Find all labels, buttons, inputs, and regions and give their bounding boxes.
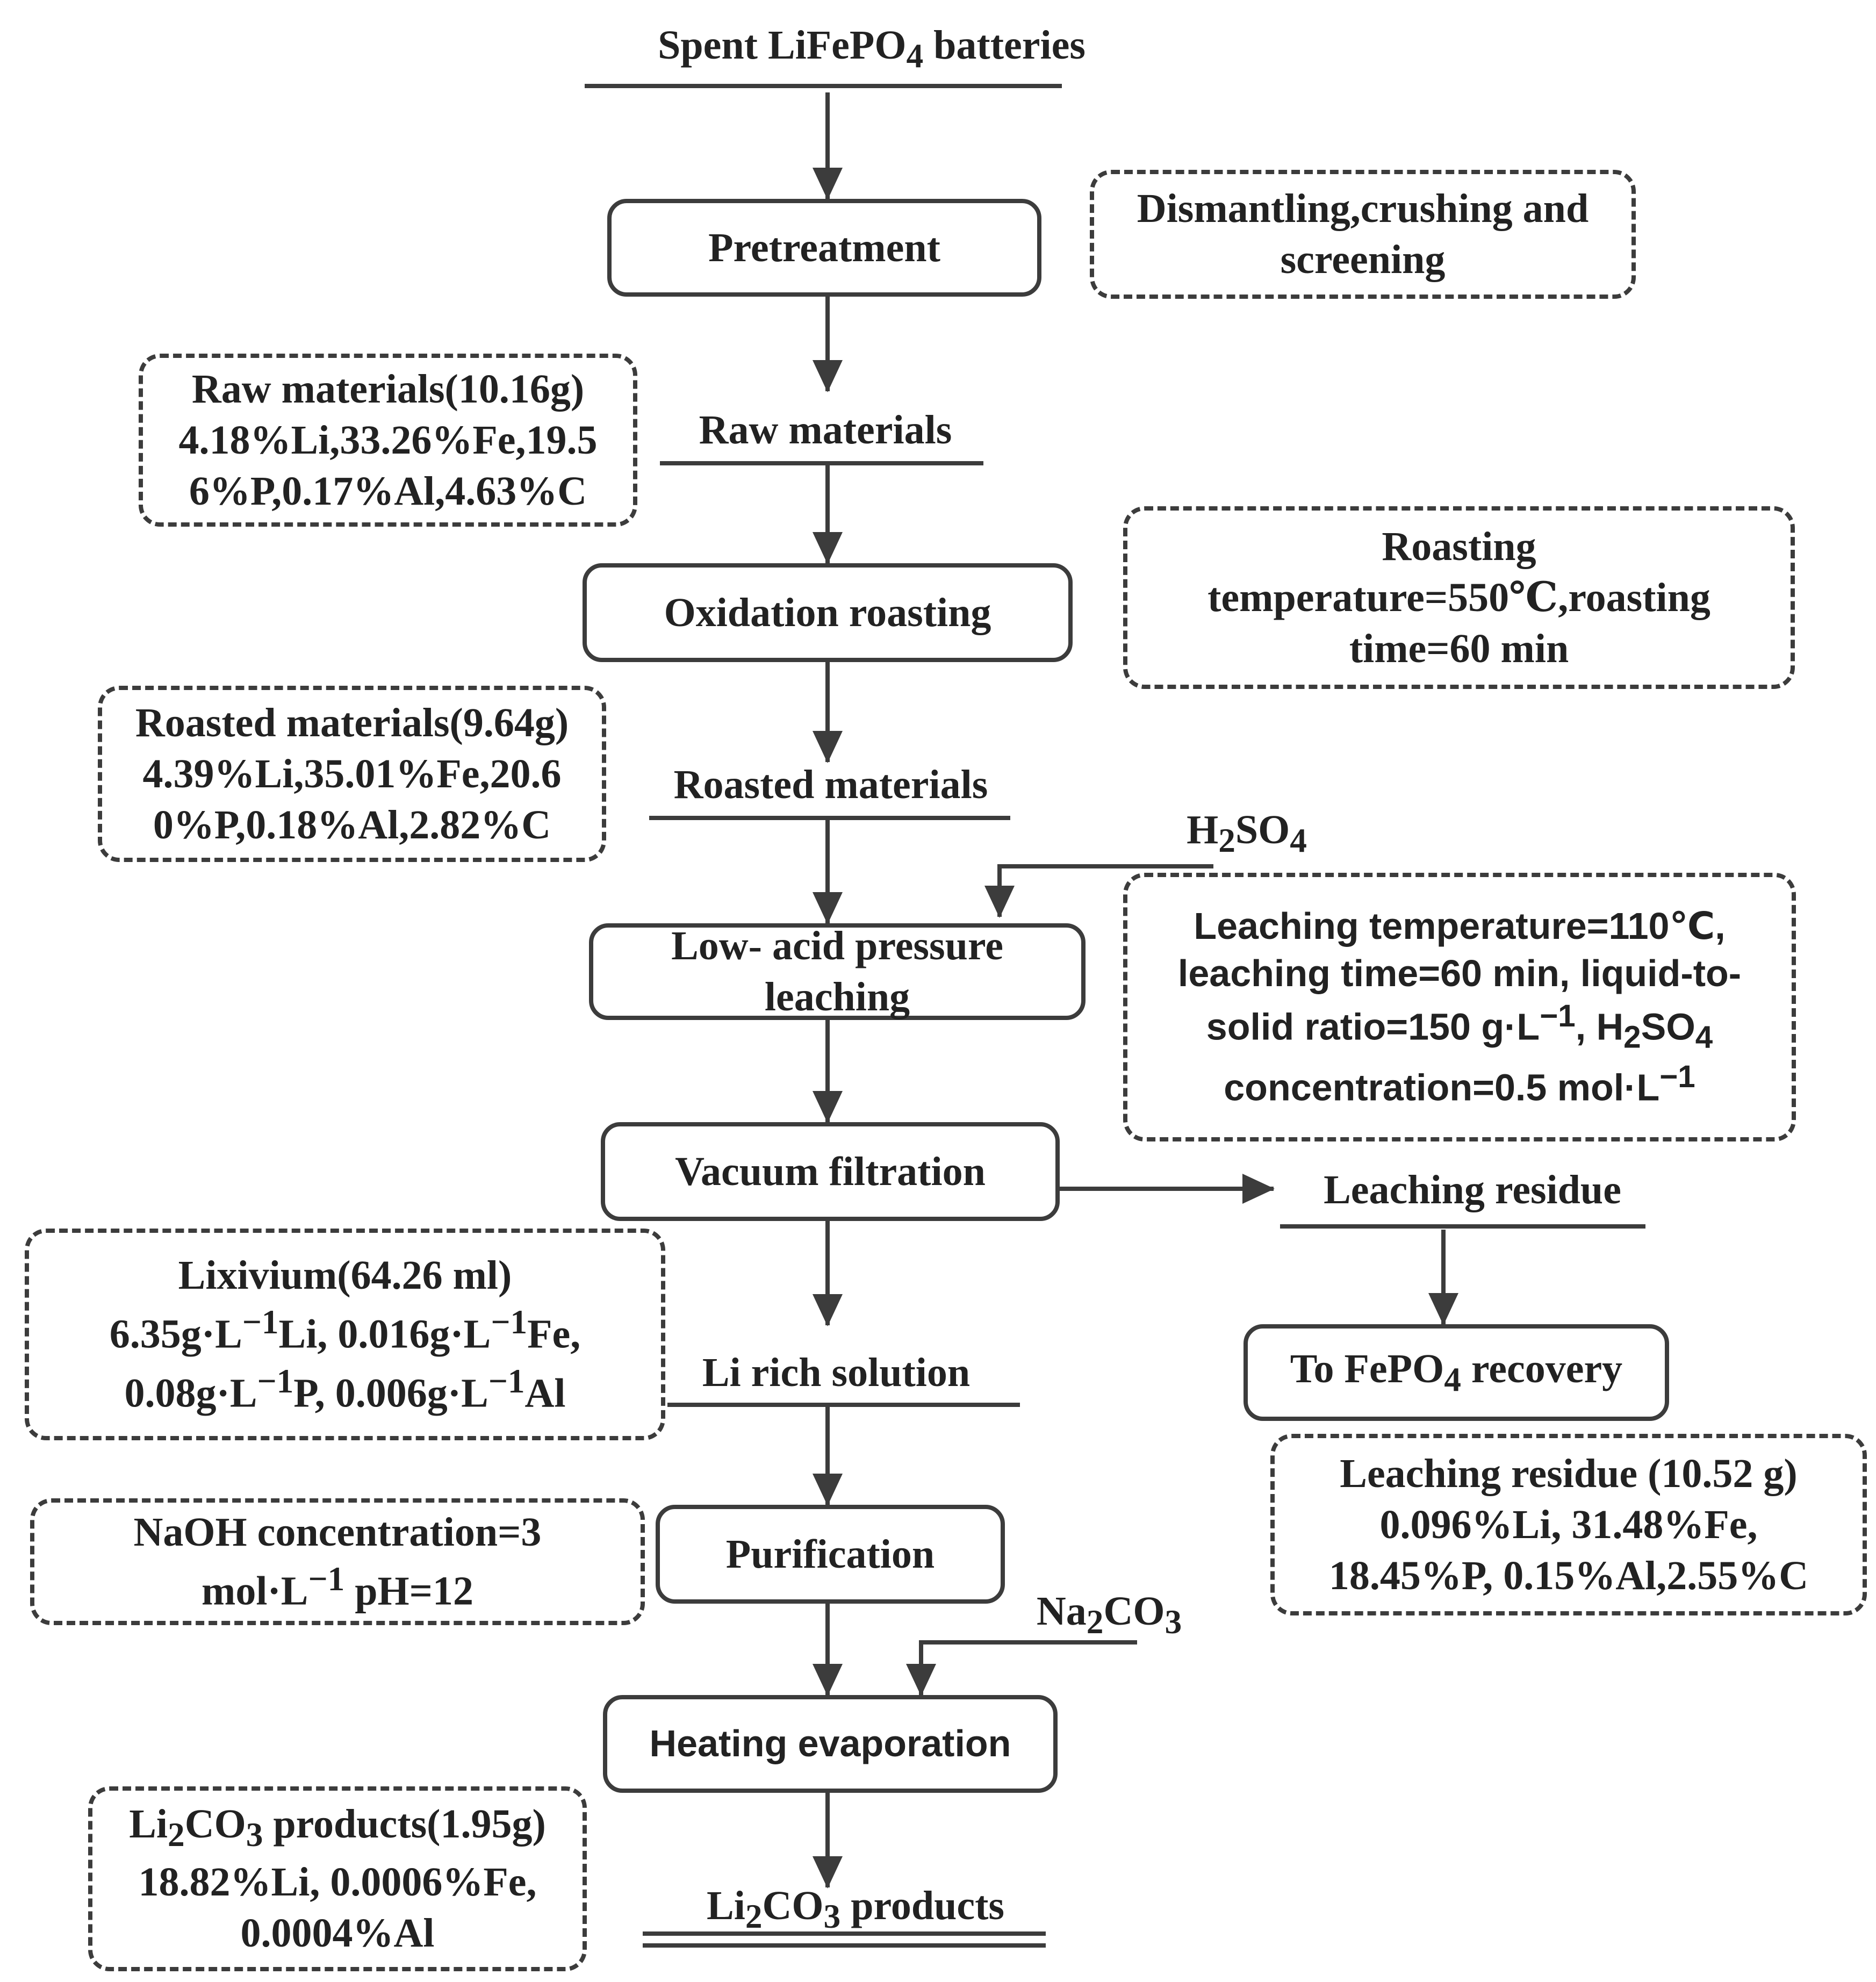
text-line: 18.45%P, 0.15%Al,2.55%C: [1328, 1553, 1809, 1598]
text-line: 0.096%Li, 31.48%Fe,: [1379, 1502, 1758, 1547]
subscript: 2: [1623, 1019, 1641, 1055]
text-line: To FePO4 recovery: [1290, 1346, 1623, 1399]
arrow-na2co3-feed: [906, 1640, 1137, 1696]
subscript: 4: [1444, 1361, 1461, 1399]
superscript: −1: [491, 1303, 528, 1341]
text-line: Dismantling,crushing and: [1137, 186, 1589, 231]
text-line: Roasting: [1382, 523, 1536, 569]
text-line: NaOH concentration=3: [133, 1509, 542, 1555]
note-li2co3-composition: Li2CO3 products(1.95g) 18.82%Li, 0.0006%F…: [88, 1786, 587, 1971]
text-line: screening: [1280, 237, 1446, 282]
subscript: 3: [246, 1816, 263, 1854]
step-low-acid-pressure-leaching: Low- acid pressure leaching: [589, 923, 1086, 1020]
subscript: 4: [906, 37, 924, 75]
text-line: 0%P,0.18%Al,2.82%C: [153, 802, 551, 848]
note-lixivium-composition: Lixivium(64.26 ml) 6.35g·L−1Li, 0.016g·L−…: [25, 1229, 665, 1440]
text-line: solid ratio=150 g·L−1, H2SO4: [1206, 999, 1713, 1055]
text-line: Vacuum filtration: [675, 1148, 986, 1194]
note-roasted-materials-composition: Roasted materials(9.64g) 4.39%Li,35.01%Fe…: [98, 686, 606, 862]
text-line: Heating evaporation: [649, 1722, 1011, 1765]
text-line: Pretreatment: [708, 225, 940, 270]
subscript: 3: [1165, 1603, 1182, 1641]
step-oxidation-roasting: Oxidation roasting: [583, 563, 1073, 662]
label-raw-materials: Raw materials: [699, 407, 952, 453]
step-pretreatment: Pretreatment: [607, 199, 1041, 297]
note-leaching-conditions: Leaching temperature=110℃, leaching time=…: [1123, 873, 1796, 1141]
step-vacuum-filtration: Vacuum filtration: [601, 1122, 1060, 1221]
subscript: 2: [168, 1816, 185, 1854]
text-line: time=60 min: [1349, 626, 1569, 671]
text-line: 6%P,0.17%Al,4.63%C: [189, 468, 587, 514]
label-li-rich-solution: Li rich solution: [702, 1350, 971, 1395]
text-line: Low- acid pressure: [671, 923, 1003, 968]
label-na2co3: Na2CO3: [1036, 1589, 1182, 1641]
superscript: −1: [308, 1560, 345, 1598]
text-line: mol·L−1 pH=12: [202, 1560, 473, 1614]
step-purification: Purification: [656, 1505, 1005, 1604]
text-line: temperature=550℃,roasting: [1207, 575, 1710, 620]
label-spent-batteries: Spent LiFePO4 batteries: [658, 23, 1086, 75]
text-line: 6.35g·L−1Li, 0.016g·L−1Fe,: [109, 1303, 581, 1357]
note-leaching-residue-composition: Leaching residue (10.52 g) 0.096%Li, 31.4…: [1270, 1434, 1867, 1615]
text-line: Purification: [725, 1531, 935, 1577]
text-line: 4.18%Li,33.26%Fe,19.5: [178, 417, 598, 463]
text-line: 0.08g·L−1P, 0.006g·L−1Al: [124, 1362, 566, 1416]
superscript: −1: [257, 1362, 294, 1400]
text-line: Raw materials(10.16g): [191, 366, 585, 412]
note-pretreatment: Dismantling,crushing and screening: [1090, 170, 1636, 299]
superscript: −1: [488, 1362, 525, 1400]
step-heating-evaporation: Heating evaporation: [603, 1695, 1058, 1793]
subscript: 4: [1290, 822, 1307, 860]
text-line: 0.0004%Al: [240, 1910, 435, 1956]
step-fepo4-recovery: To FePO4 recovery: [1244, 1324, 1669, 1421]
label-li2co3-products: Li2CO3 products: [707, 1883, 1004, 1936]
subscript: 4: [1695, 1019, 1713, 1055]
arrow-h2so4-feed: [984, 864, 1213, 918]
text-line: Li2CO3 products(1.95g): [129, 1801, 546, 1854]
note-naoh-conditions: NaOH concentration=3 mol·L−1 pH=12: [30, 1498, 645, 1625]
text-line: Roasted materials(9.64g): [135, 700, 569, 745]
superscript: −1: [242, 1303, 279, 1341]
note-raw-materials-composition: Raw materials(10.16g) 4.18%Li,33.26%Fe,19…: [139, 354, 637, 527]
text-line: 4.39%Li,35.01%Fe,20.6: [142, 751, 562, 796]
text-line: concentration=0.5 mol·L−1: [1224, 1059, 1695, 1109]
label-h2so4: H2SO4: [1187, 807, 1307, 860]
label-leaching-residue: Leaching residue: [1324, 1167, 1621, 1212]
subscript: 2: [1218, 822, 1235, 860]
superscript: −1: [1540, 999, 1576, 1034]
text-line: Leaching temperature=110℃,: [1194, 905, 1726, 947]
superscript: −1: [1659, 1059, 1695, 1094]
text-line: Leaching residue (10.52 g): [1340, 1450, 1798, 1496]
text-line: Oxidation roasting: [664, 590, 991, 635]
text-line: Lixivium(64.26 ml): [178, 1253, 512, 1298]
note-roasting-conditions: Roasting temperature=550℃,roasting time=60…: [1123, 506, 1795, 689]
text-line: leaching time=60 min, liquid-to-: [1177, 952, 1742, 994]
subscript: 2: [1086, 1603, 1104, 1641]
subscript: 3: [823, 1898, 841, 1936]
label-roasted-materials: Roasted materials: [673, 762, 988, 807]
subscript: 2: [745, 1898, 763, 1936]
text-line: 18.82%Li, 0.0006%Fe,: [138, 1859, 537, 1905]
text-line: leaching: [764, 974, 910, 1019]
